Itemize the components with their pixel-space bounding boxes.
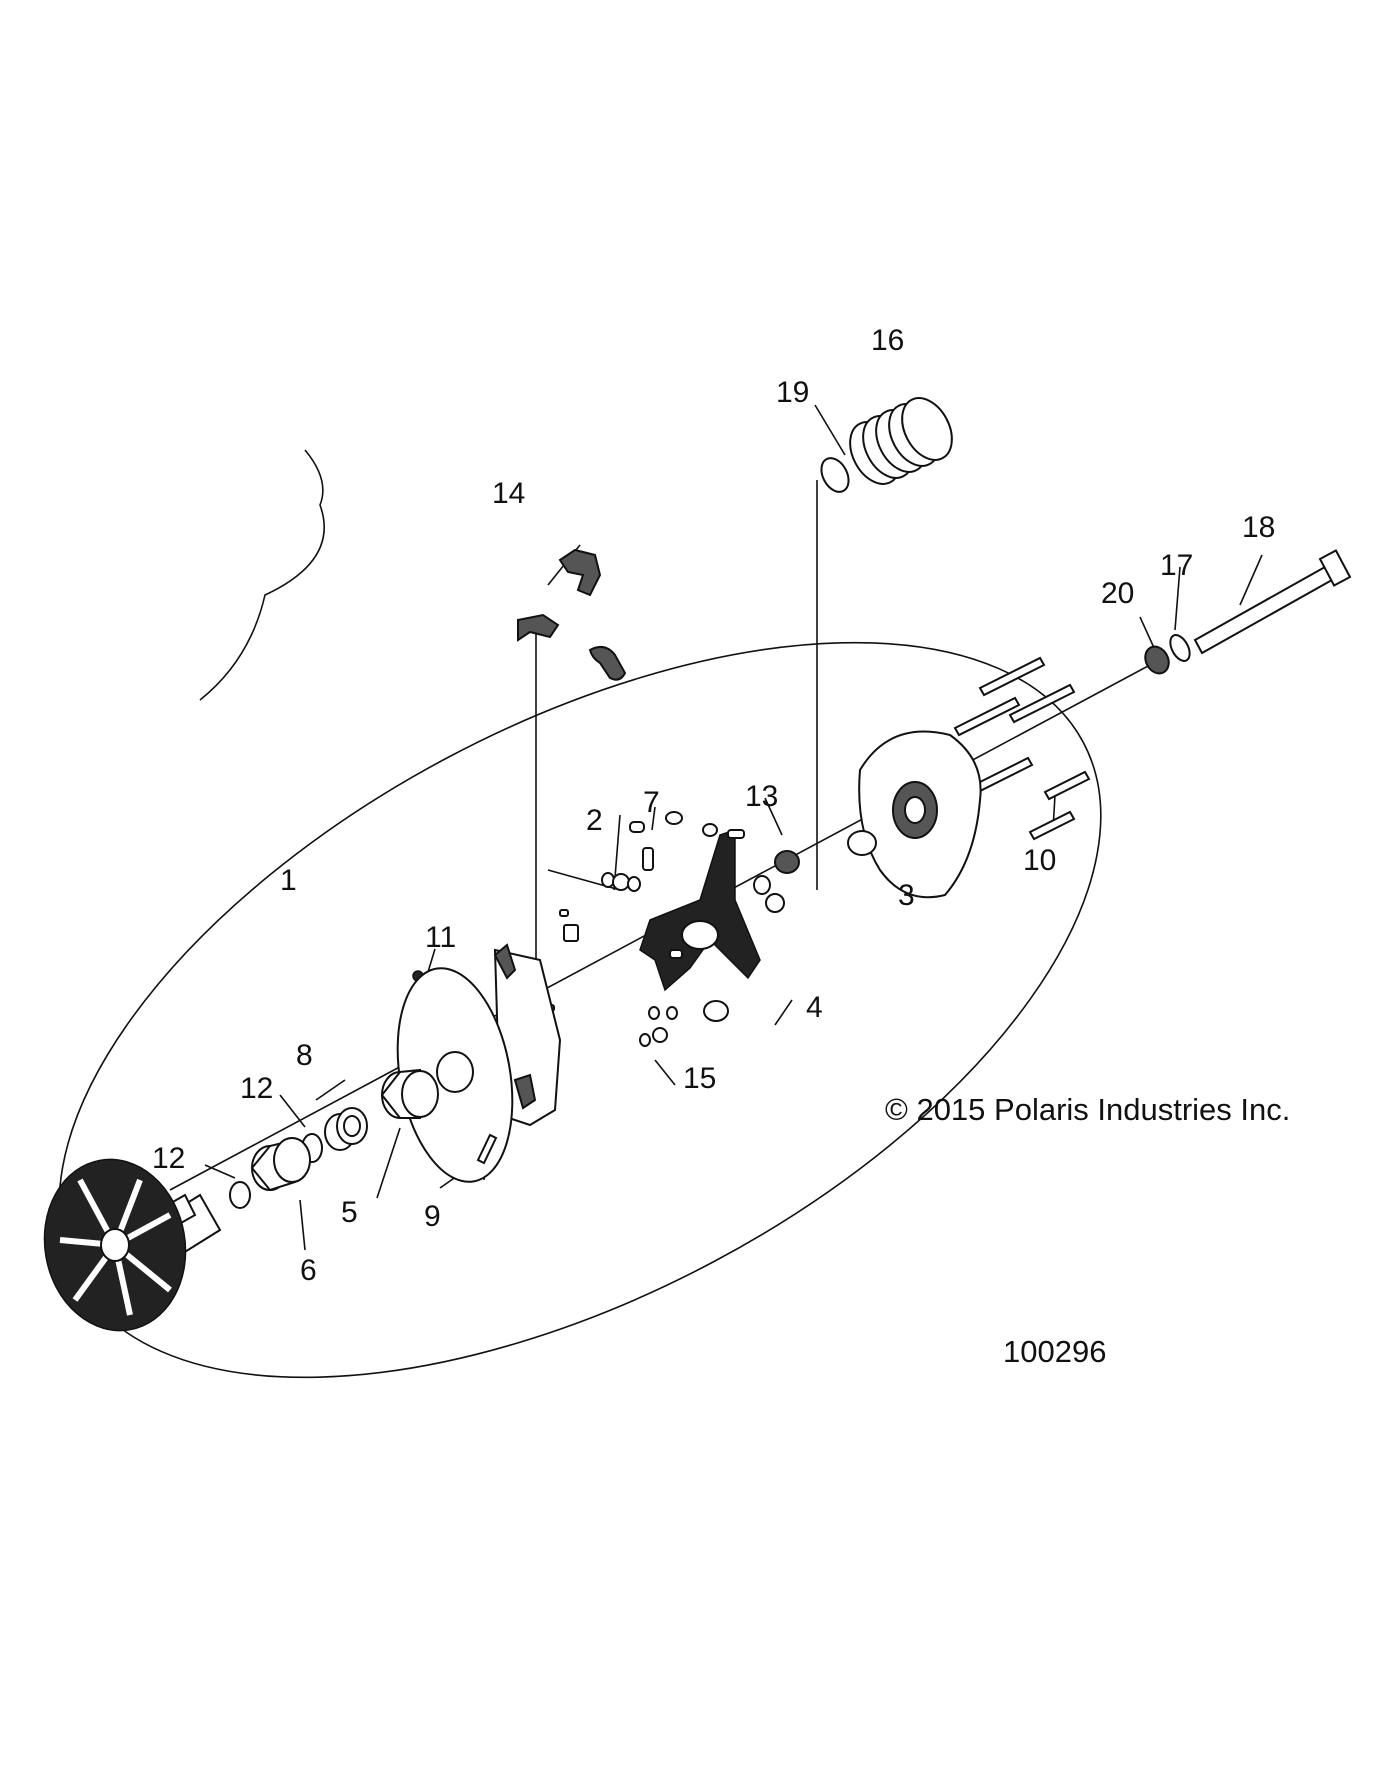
callout-5: 5 [341,1196,358,1229]
callout-8: 8 [296,1039,313,1072]
callout-11: 11 [425,921,456,954]
assembly-outline [58,641,1102,1379]
callout-7: 7 [643,786,660,819]
figure-number: 100296 [1003,1334,1106,1369]
callout-1: 1 [280,864,297,897]
spring [849,397,953,485]
callout-12b: 12 [152,1142,185,1175]
callout-18: 18 [1242,511,1275,544]
cover-bushing [847,830,877,856]
bushing-5 [380,1068,439,1119]
nut [1144,645,1170,675]
bushing-6 [250,1137,311,1192]
callout-2: 2 [586,804,603,837]
bearing-8 [324,1107,368,1151]
cover-bolts [953,656,1091,841]
roller-bushing [774,850,800,874]
ring-12-lower [229,1181,251,1209]
callout-3: 3 [898,879,915,912]
callout-9: 9 [424,1200,441,1233]
callout-15: 15 [683,1062,716,1095]
washer [1169,634,1191,662]
spider [639,828,761,992]
callout-16: 16 [871,324,904,357]
callout-19: 19 [776,376,809,409]
fixed-sheave [43,1158,222,1332]
long-bolt [1193,549,1352,655]
copyright-notice: © 2015 Polaris Industries Inc. [885,1092,1290,1127]
callout-17: 17 [1160,549,1193,582]
moveable-sheave [396,943,562,1183]
snap-ring [820,457,850,493]
callout-labels: 1 2 3 4 5 6 7 8 9 10 11 12 12 13 14 15 1… [152,324,1275,1287]
callout-20: 20 [1101,577,1134,610]
sheave-pin [476,1133,498,1165]
callout-4: 4 [806,991,823,1024]
weight-arms [517,548,627,681]
small-pins [545,811,785,1047]
callout-12a: 12 [240,1072,273,1105]
callout-10: 10 [1023,844,1056,877]
spider-cover [858,730,982,899]
callout-13: 13 [745,780,778,813]
callout-6: 6 [300,1254,317,1287]
callout-14: 14 [492,477,525,510]
